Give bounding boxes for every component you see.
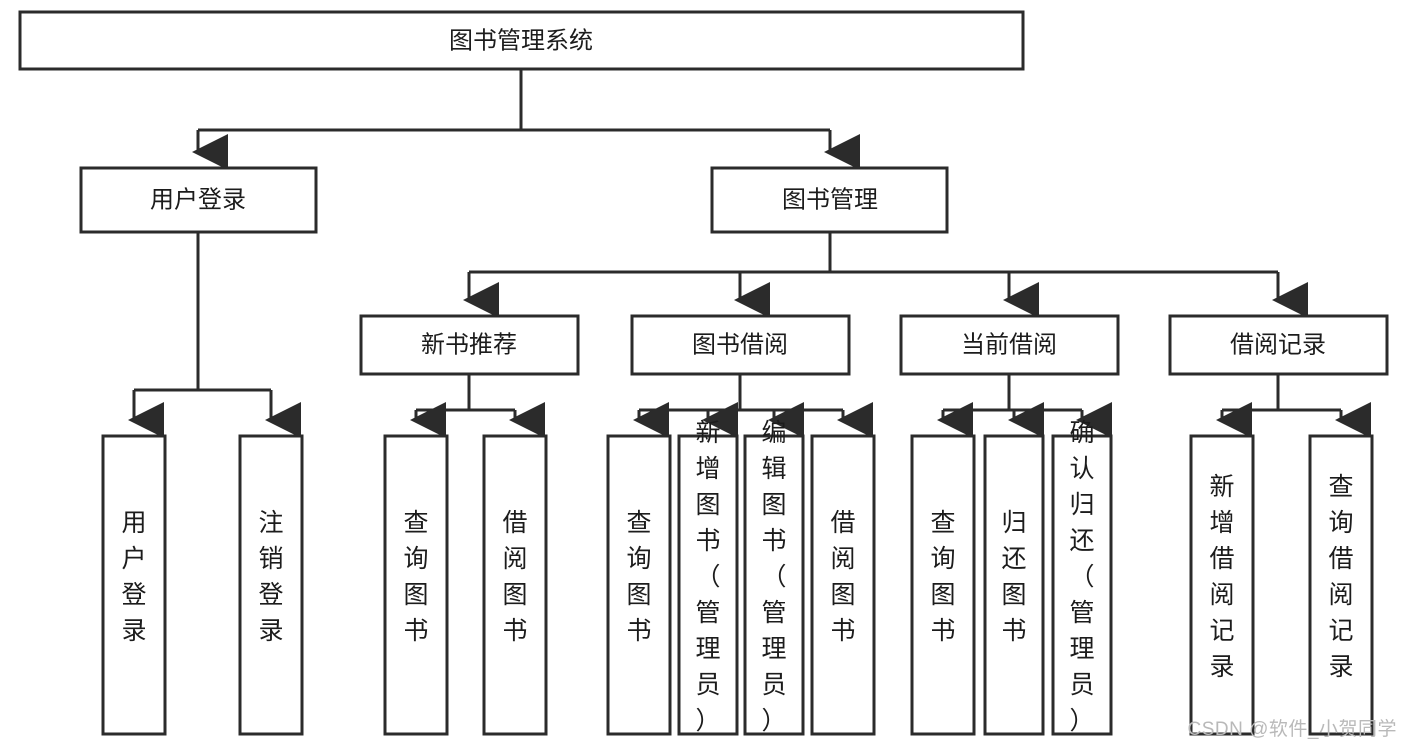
node-leaf-query-book-3-box[interactable]	[910, 434, 976, 736]
node-leaf-add-book[interactable]: 新增图书（管理员）	[677, 419, 739, 736]
node-book-borrow-label: 图书借阅	[692, 331, 788, 358]
node-borrow-record[interactable]: 借阅记录	[1168, 314, 1389, 376]
node-leaf-add-record[interactable]: 新增借阅记录	[1189, 434, 1255, 736]
node-user-login-box[interactable]	[79, 166, 318, 234]
node-book-manage-box[interactable]	[710, 166, 949, 234]
node-leaf-edit-book-box[interactable]	[743, 434, 805, 736]
node-leaf-return-book-label: 归还图书	[1001, 509, 1026, 645]
node-leaf-logout[interactable]: 注销登录	[238, 434, 304, 736]
node-leaf-borrow-book-2-box[interactable]	[810, 434, 876, 736]
node-leaf-query-record-label: 查询借阅记录	[1328, 473, 1353, 681]
node-leaf-user-login-box[interactable]	[101, 434, 167, 736]
node-borrow-record-label: 借阅记录	[1230, 331, 1326, 358]
node-new-book-rec[interactable]: 新书推荐	[359, 314, 580, 376]
node-leaf-borrow-book-2-label: 借阅图书	[830, 509, 855, 645]
node-borrow-record-box[interactable]	[1168, 314, 1389, 376]
node-new-book-rec-box[interactable]	[359, 314, 580, 376]
node-leaf-add-record-label: 新增借阅记录	[1209, 473, 1234, 681]
node-leaf-edit-book[interactable]: 编辑图书（管理员）	[743, 419, 805, 736]
node-leaf-borrow-book-1[interactable]: 借阅图书	[482, 434, 548, 736]
connector-layer	[128, 69, 1371, 438]
node-leaf-confirm-return-label: 确认归还（管理员）	[1069, 419, 1094, 735]
node-root-box[interactable]	[18, 10, 1025, 71]
node-leaf-user-login[interactable]: 用户登录	[101, 434, 167, 736]
node-leaf-query-book-2-box[interactable]	[606, 434, 672, 736]
node-new-book-rec-label: 新书推荐	[421, 331, 517, 358]
node-leaf-query-book-2[interactable]: 查询图书	[606, 434, 672, 736]
node-root[interactable]: 图书管理系统	[18, 10, 1025, 71]
node-root-label: 图书管理系统	[449, 27, 593, 54]
node-leaf-borrow-book-1-box[interactable]	[482, 434, 548, 736]
node-leaf-query-book-1-label: 查询图书	[403, 509, 428, 645]
node-leaf-edit-book-label: 编辑图书（管理员）	[761, 419, 786, 735]
node-leaf-query-book-3[interactable]: 查询图书	[910, 434, 976, 736]
node-user-login-label: 用户登录	[150, 186, 246, 213]
node-book-manage[interactable]: 图书管理	[710, 166, 949, 234]
node-leaf-confirm-return[interactable]: 确认归还（管理员）	[1051, 419, 1113, 736]
node-current-borrow[interactable]: 当前借阅	[899, 314, 1120, 376]
node-leaf-query-record-box[interactable]	[1308, 434, 1374, 736]
node-book-borrow[interactable]: 图书借阅	[630, 314, 851, 376]
node-current-borrow-box[interactable]	[899, 314, 1120, 376]
node-leaf-logout-box[interactable]	[238, 434, 304, 736]
node-leaf-query-record[interactable]: 查询借阅记录	[1308, 434, 1374, 736]
node-user-login[interactable]: 用户登录	[79, 166, 318, 234]
node-leaf-add-record-box[interactable]	[1189, 434, 1255, 736]
node-book-borrow-box[interactable]	[630, 314, 851, 376]
node-leaf-confirm-return-box[interactable]	[1051, 434, 1113, 736]
node-leaf-borrow-book-1-label: 借阅图书	[502, 509, 527, 645]
node-leaf-query-book-1[interactable]: 查询图书	[383, 434, 449, 736]
node-leaf-user-login-label: 用户登录	[121, 509, 146, 645]
node-leaf-add-book-box[interactable]	[677, 434, 739, 736]
node-leaf-return-book[interactable]: 归还图书	[983, 434, 1045, 736]
node-leaf-query-book-2-label: 查询图书	[626, 509, 651, 645]
node-leaf-add-book-label: 新增图书（管理员）	[695, 419, 720, 735]
node-leaf-return-book-box[interactable]	[983, 434, 1045, 736]
node-book-manage-label: 图书管理	[782, 186, 878, 213]
node-leaf-logout-label: 注销登录	[258, 509, 283, 645]
node-leaf-query-book-3-label: 查询图书	[930, 509, 955, 645]
node-leaf-borrow-book-2[interactable]: 借阅图书	[810, 434, 876, 736]
node-current-borrow-label: 当前借阅	[961, 331, 1057, 358]
node-leaf-query-book-1-box[interactable]	[383, 434, 449, 736]
